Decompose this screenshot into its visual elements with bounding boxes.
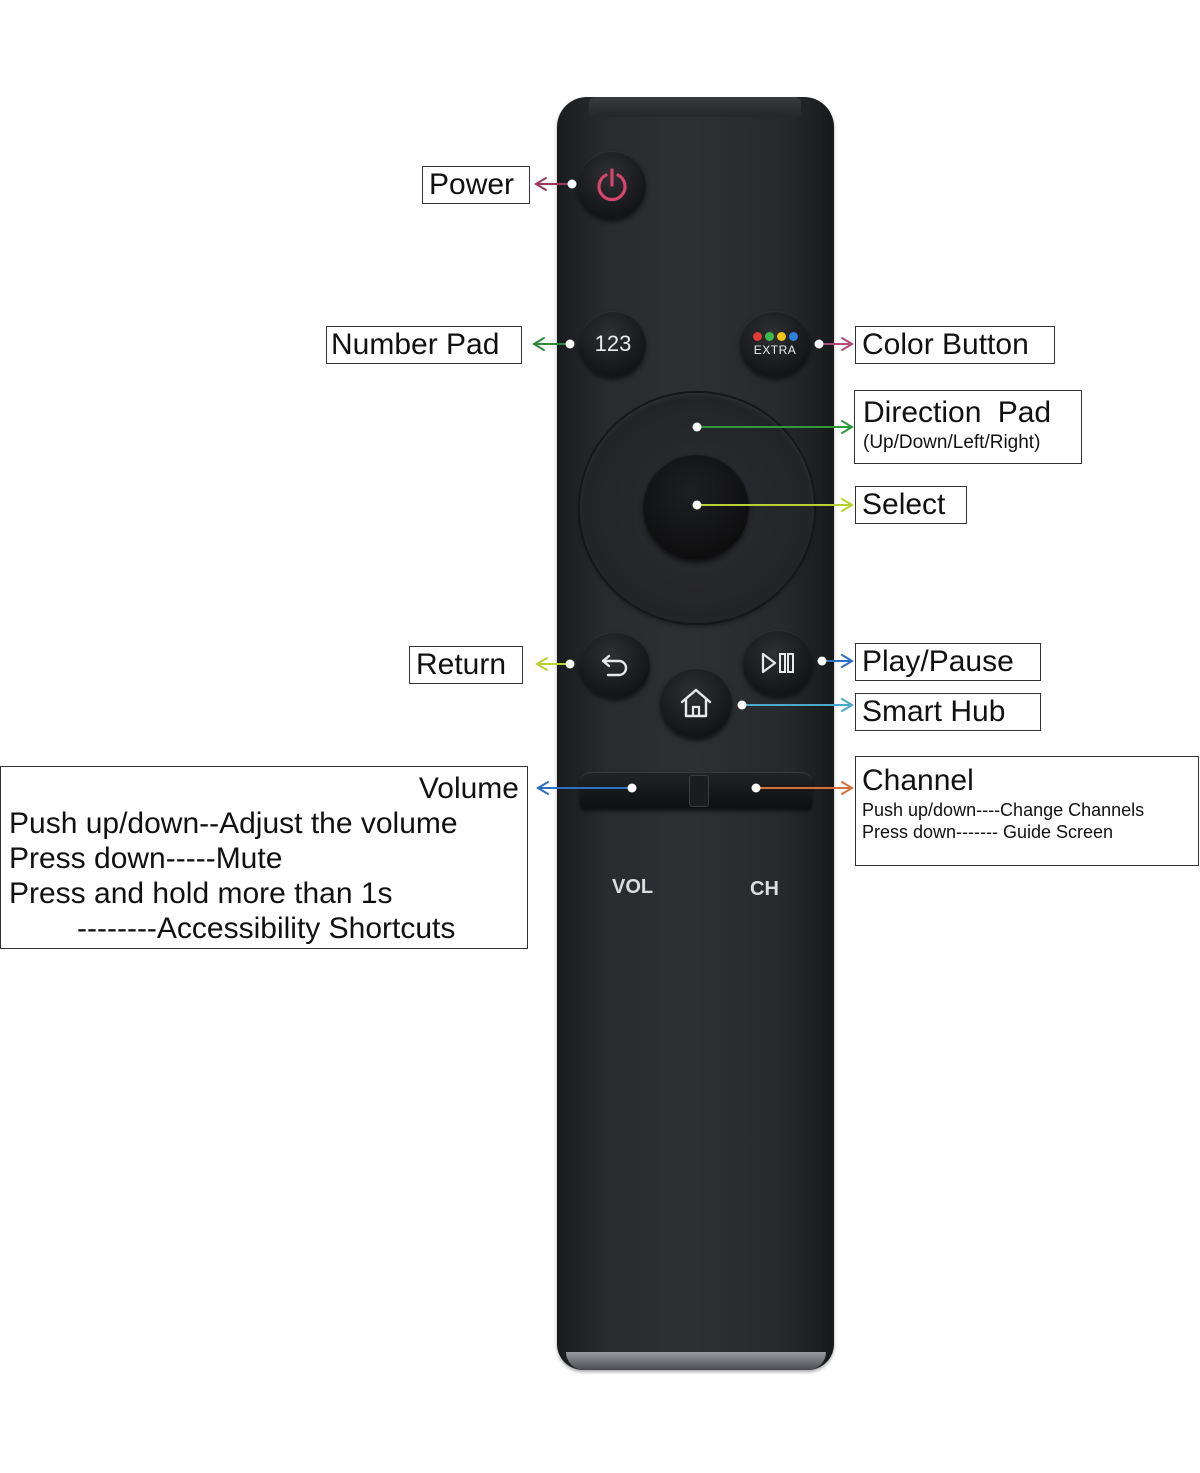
volume-callout-line2: Press down-----Mute	[9, 842, 283, 875]
number-pad-callout: Number Pad	[326, 326, 522, 364]
channel-callout: Channel Push up/down----Change Channels …	[855, 756, 1199, 866]
play-pause-callout-text: Play/Pause	[862, 645, 1014, 678]
play-pause-button[interactable]	[743, 630, 813, 696]
volume-callout-line3: Press and hold more than 1s	[9, 877, 393, 910]
color-button-arrow	[814, 337, 854, 351]
select-arrow	[692, 498, 854, 512]
smart-hub-callout: Smart Hub	[855, 693, 1041, 731]
direction-pad-callout: Direction Pad (Up/Down/Left/Right)	[854, 390, 1082, 464]
color-button-label: EXTRA	[753, 342, 797, 357]
power-icon	[597, 168, 627, 202]
play-pause-arrow	[817, 654, 854, 668]
play-pause-callout: Play/Pause	[855, 643, 1041, 681]
play-pause-icon	[761, 652, 794, 674]
power-arrow	[534, 177, 577, 191]
volume-callout-title: Volume	[418, 772, 519, 805]
rocker-divider	[689, 775, 709, 807]
select-callout: Select	[855, 486, 967, 524]
color-dot-green	[764, 331, 774, 341]
direction-pad-callout-sub: (Up/Down/Left/Right)	[863, 432, 1041, 453]
color-dots-icon	[752, 331, 798, 341]
number-pad-button-label: 123	[594, 331, 632, 356]
number-pad-arrow	[532, 337, 575, 351]
power-callout-text: Power	[429, 168, 515, 201]
channel-callout-title: Channel	[862, 764, 974, 797]
smart-hub-button[interactable]	[660, 668, 732, 738]
return-button[interactable]	[580, 632, 650, 698]
color-dot-red	[752, 331, 762, 341]
remote-top-edge	[589, 97, 801, 117]
select-callout-text: Select	[862, 488, 946, 521]
return-callout-text: Return	[416, 648, 507, 681]
home-icon	[680, 688, 712, 718]
direction-pad-callout-title: Direction Pad	[863, 396, 1052, 429]
channel-arrow	[751, 781, 854, 795]
channel-callout-line2: Press down------- Guide Screen	[862, 822, 1114, 842]
color-button-callout: Color Button	[855, 326, 1055, 364]
vol-label: VOL	[612, 876, 654, 898]
power-callout: Power	[422, 166, 530, 204]
volume-callout-line1: Push up/down--Adjust the volume	[9, 807, 458, 840]
color-button[interactable]: EXTRA	[740, 311, 810, 377]
color-dot-yellow	[776, 331, 786, 341]
direction-pad-arrow	[692, 420, 854, 434]
volume-arrow	[536, 781, 637, 795]
return-icon	[601, 654, 628, 677]
volume-callout: Volume Push up/down--Adjust the volume P…	[0, 766, 528, 949]
remote-bottom-edge	[566, 1352, 826, 1370]
ch-label: CH	[750, 878, 779, 900]
channel-callout-line1: Push up/down----Change Channels	[862, 800, 1145, 820]
color-dot-blue	[788, 331, 798, 341]
return-callout: Return	[409, 646, 523, 684]
number-pad-button[interactable]: 123	[580, 311, 646, 377]
return-arrow	[535, 657, 575, 671]
smart-hub-arrow	[737, 698, 854, 712]
number-pad-callout-text: Number Pad	[331, 328, 500, 361]
color-button-callout-text: Color Button	[862, 328, 1029, 361]
smart-hub-callout-text: Smart Hub	[862, 695, 1006, 728]
volume-callout-line4: --------Accessibility Shortcuts	[77, 912, 456, 945]
power-button[interactable]	[578, 151, 646, 219]
